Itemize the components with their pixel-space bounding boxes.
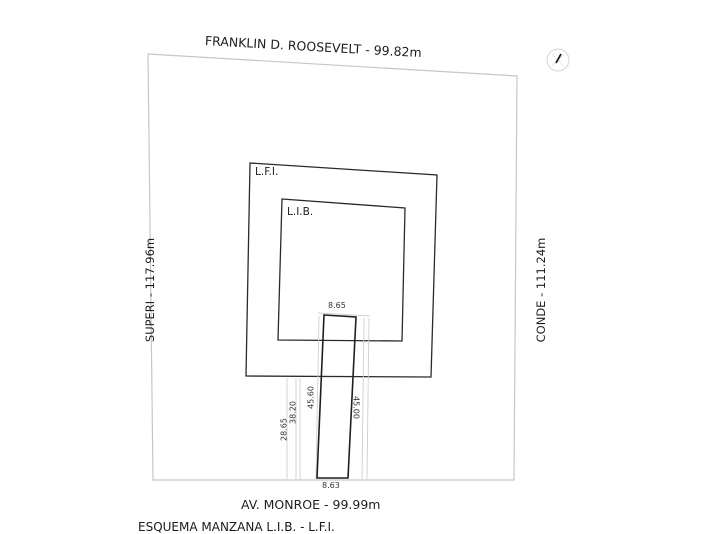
lot-parcel	[316, 314, 357, 479]
street-label-right: CONDE - 111.24m	[534, 237, 548, 343]
diagram-caption: ESQUEMA MANZANA L.I.B. - L.F.I.	[138, 520, 335, 534]
lot-front-bottom-dimension: 8.63	[322, 481, 340, 490]
block-boundary	[147, 53, 518, 481]
lib-boundary	[277, 198, 406, 342]
lfi-label: L.F.I.	[255, 166, 279, 178]
lfi-boundary	[245, 162, 438, 378]
street-label-bottom: AV. MONROE - 99.99m	[241, 497, 381, 512]
street-label-left: SUPERI - 117.96m	[143, 237, 157, 343]
offset-dimension-2: 38.20	[288, 401, 298, 424]
dimension-lines	[286, 312, 371, 480]
lot-side-left-dimension: 45.60	[306, 386, 316, 409]
lib-label: L.I.B.	[287, 206, 314, 218]
lot-side-right-dimension: 45.00	[351, 396, 361, 419]
north-arrow-icon	[546, 48, 570, 72]
lot-front-top-dimension: 8.65	[328, 301, 346, 310]
offset-dimension-1: 28.65	[279, 418, 289, 441]
